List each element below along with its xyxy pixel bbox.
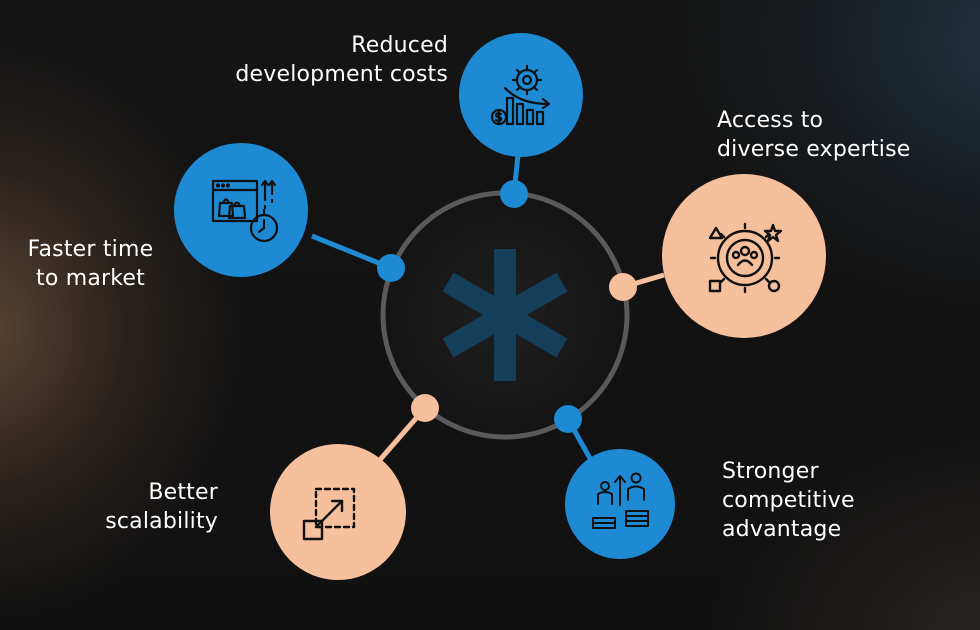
gear-chart-dollar-icon: [490, 64, 551, 126]
asterisk-icon: [442, 249, 568, 381]
label-expertise: Access to diverse expertise: [717, 108, 911, 162]
benefit-circle-time-market: [174, 143, 308, 277]
team-gear-icon: [708, 222, 783, 294]
label-time-market: Faster time to market: [27, 237, 154, 291]
label-dev-costs: Reduced development costs: [235, 33, 448, 87]
node-dot-dev-costs: [500, 180, 528, 208]
connector-time-market: [311, 233, 392, 271]
node-dot-time-market: [377, 254, 405, 282]
benefit-circle-dev-costs: [459, 33, 583, 157]
node-dot-scalability: [411, 394, 439, 422]
benefit-circle-scalability: [270, 444, 406, 580]
node-dot-expertise: [609, 273, 637, 301]
node-dot-competitive: [554, 405, 582, 433]
label-competitive: Stronger competitive advantage: [722, 459, 855, 542]
label-scalability: Better scalability: [105, 480, 218, 534]
people-growth-icon: [592, 472, 649, 529]
browser-shopping-timer-icon: [211, 179, 279, 243]
scale-up-arrow-icon: [302, 487, 356, 541]
